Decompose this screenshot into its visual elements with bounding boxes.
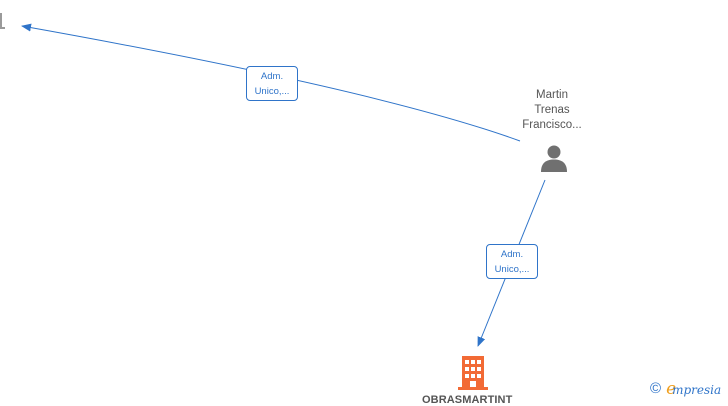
edge-label-line: Unico,... bbox=[494, 264, 530, 275]
company-node-name[interactable]: OBRASMARTINT bbox=[422, 394, 513, 406]
offscreen-node-fragment bbox=[0, 13, 5, 29]
empresia-logo-text: mpresia bbox=[672, 382, 722, 397]
edge-label-line: Adm. bbox=[260, 71, 284, 82]
person-icon[interactable] bbox=[538, 143, 570, 173]
person-name-line: Francisco... bbox=[522, 119, 582, 131]
edge-label-line: Adm. bbox=[500, 249, 524, 260]
edge-label-adm-unico-top[interactable]: Adm. Unico,... bbox=[246, 66, 298, 101]
edge-label-line: Unico,... bbox=[254, 86, 290, 97]
edge-person-to-offscreen bbox=[21, 23, 521, 142]
person-name-line: Trenas bbox=[534, 104, 570, 116]
watermark: © empresia bbox=[650, 380, 721, 398]
empresia-logo: empresia bbox=[666, 380, 721, 399]
person-node-name[interactable]: Martin Trenas Francisco... bbox=[512, 88, 592, 133]
building-icon[interactable] bbox=[456, 354, 490, 390]
edge-label-adm-unico-bottom[interactable]: Adm. Unico,... bbox=[486, 244, 538, 279]
empresia-logo-initial: e bbox=[666, 378, 677, 399]
person-name-line: Martin bbox=[536, 89, 568, 101]
copyright-icon: © bbox=[650, 380, 662, 397]
